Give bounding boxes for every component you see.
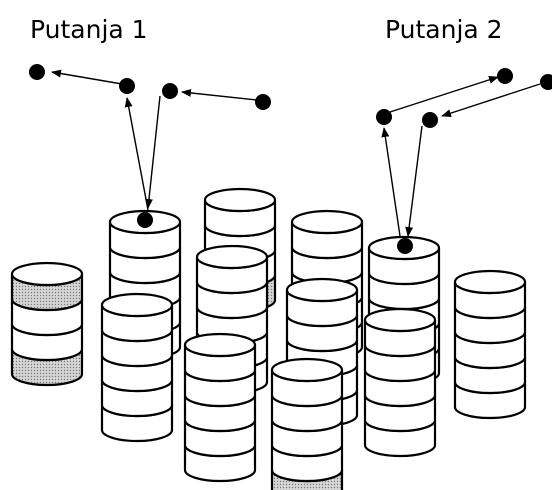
trajectory-arrow <box>51 69 123 85</box>
trajectory-arrow <box>381 127 401 237</box>
disk-top <box>285 277 359 303</box>
position-dot <box>137 212 153 228</box>
position-dot <box>422 112 438 128</box>
position-dot <box>497 68 513 84</box>
trajectory-arrow <box>181 88 258 101</box>
trajectory-arrow <box>405 125 423 237</box>
disk-top <box>100 292 174 318</box>
disk-top <box>10 261 84 287</box>
path1-label: Putanja 1 <box>30 15 148 44</box>
disk-top <box>270 357 344 383</box>
trajectory-arrow <box>441 83 541 118</box>
disk-top <box>183 332 257 358</box>
position-dot <box>162 83 178 99</box>
disk-stack <box>10 261 84 387</box>
disk-top <box>195 244 269 270</box>
disk-top <box>290 209 364 235</box>
trajectory-arrow <box>144 95 161 209</box>
position-dot <box>397 238 413 254</box>
position-dot <box>540 74 552 90</box>
disk-stack <box>100 292 174 443</box>
disk-top <box>453 269 527 295</box>
disk-top <box>203 187 277 213</box>
disk-top <box>363 307 437 333</box>
disk-stack <box>270 357 344 490</box>
trajectory-arrow <box>124 97 149 211</box>
path2-label: Putanja 2 <box>385 15 503 44</box>
trajectory-arrow <box>389 75 499 113</box>
position-dot <box>255 94 271 110</box>
position-dot <box>376 109 392 125</box>
position-dot <box>119 78 135 94</box>
position-dot <box>29 64 45 80</box>
disk-stack <box>453 269 527 420</box>
motion-paths <box>29 64 552 254</box>
disk-stack <box>363 307 437 458</box>
disk-stack <box>183 332 257 483</box>
cylinder-stacks <box>10 187 527 490</box>
